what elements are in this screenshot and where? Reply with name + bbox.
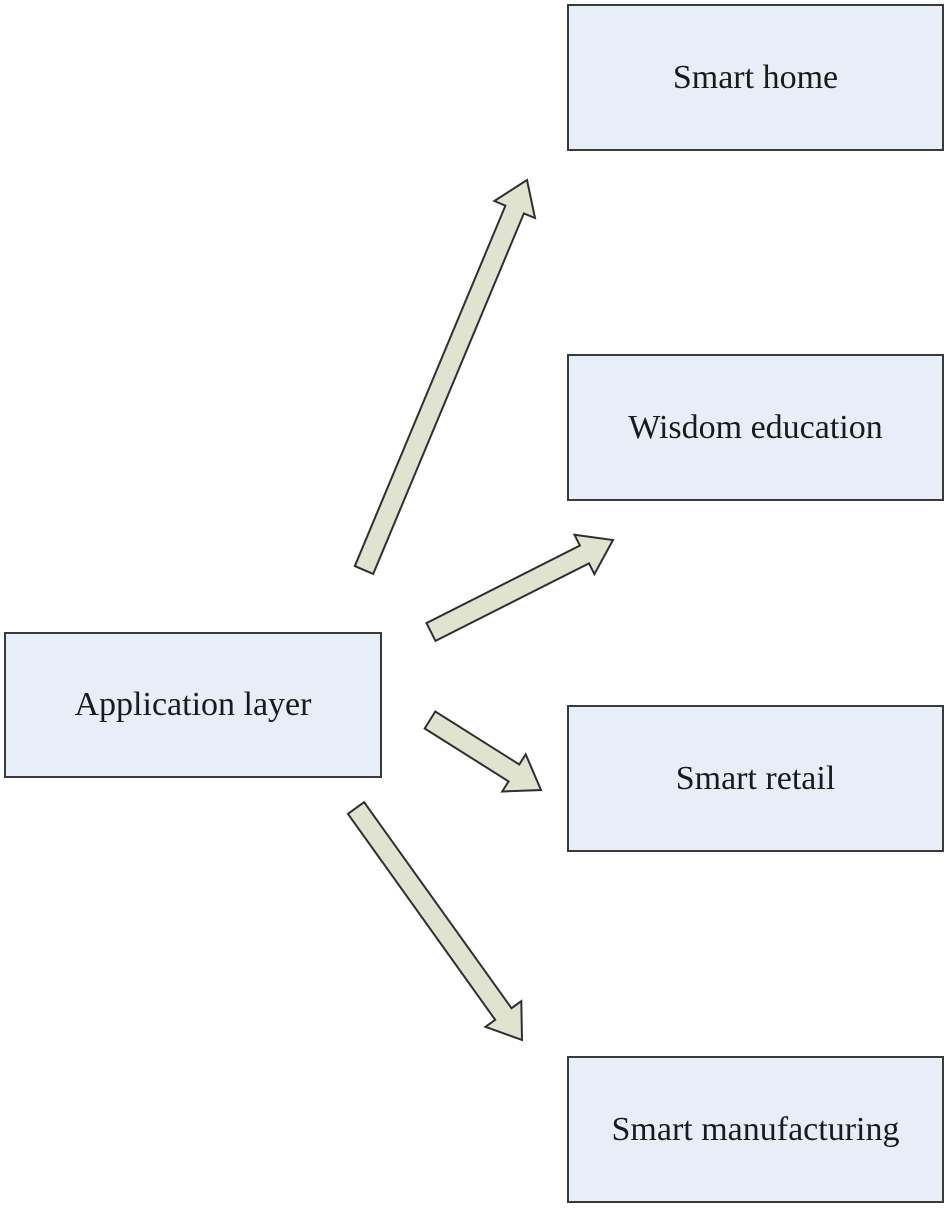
arrow-to-smart-home [353,178,537,576]
arrow-to-smart-manufacturing [346,800,524,1042]
arrow-to-smart-retail [423,710,543,793]
application-layer-box: Application layer [4,632,382,778]
smart-manufacturing-box: Smart manufacturing [567,1056,944,1203]
wisdom-education-box: Wisdom education [567,354,944,501]
wisdom-education-label: Wisdom education [628,408,883,446]
application-layer-label: Application layer [74,686,312,723]
smart-retail-label: Smart retail [675,759,836,797]
smart-home-box: Smart home [567,4,944,151]
arrow-to-wisdom-education [425,533,615,643]
smart-retail-box: Smart retail [567,705,944,852]
smart-manufacturing-label: Smart manufacturing [611,1110,900,1148]
smart-home-label: Smart home [672,58,839,96]
